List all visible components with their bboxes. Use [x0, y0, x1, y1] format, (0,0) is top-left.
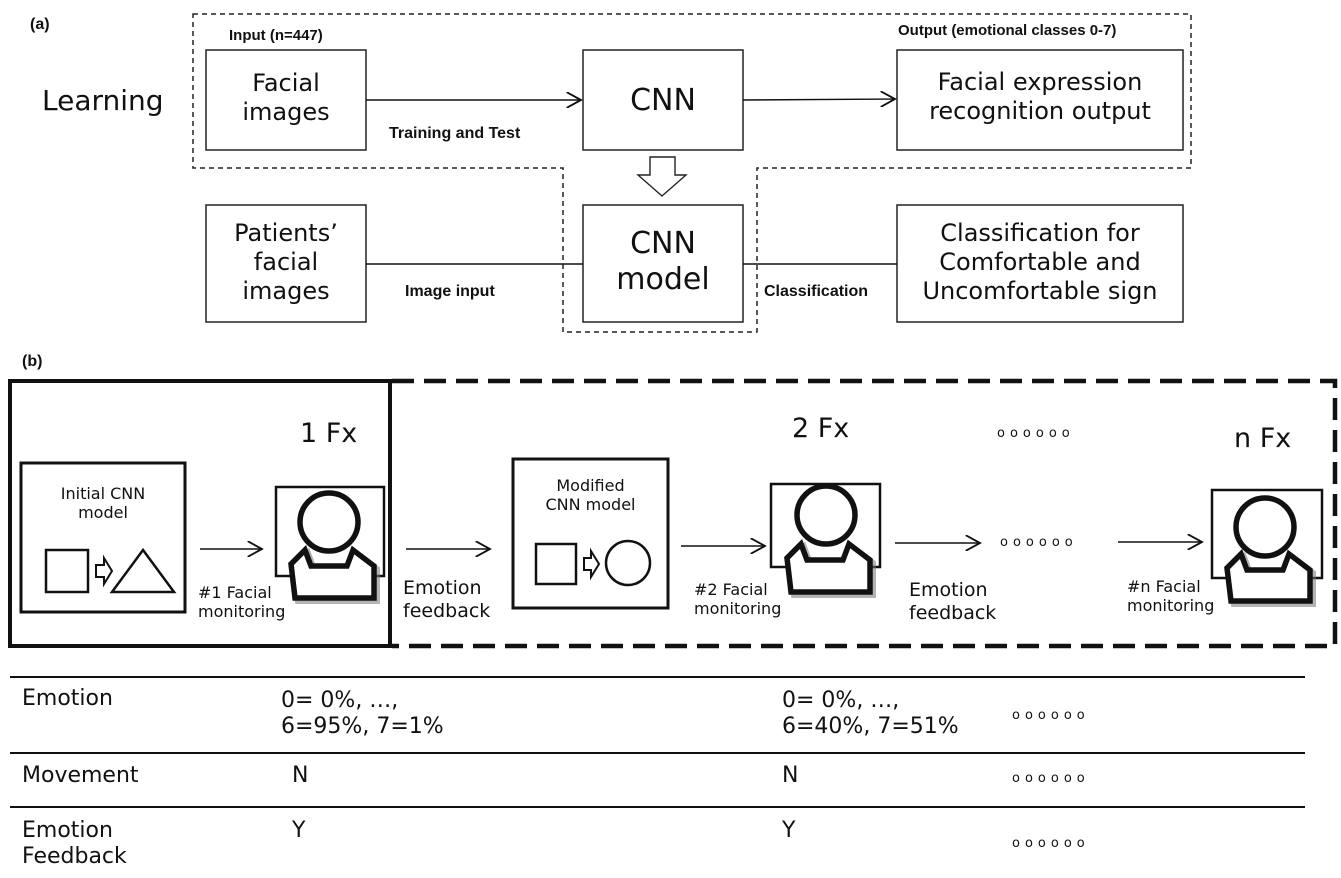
- person-monitor-icon-2: [769, 482, 882, 598]
- person-monitor-icon-n: [1210, 488, 1324, 607]
- dots-middle: oooooo: [1000, 535, 1078, 550]
- image-input-label: Image input: [405, 283, 495, 300]
- patients-images-text: Patients’ facial images: [234, 219, 338, 305]
- input-label: Input (n=447): [229, 27, 323, 44]
- feedback-2-label: Emotion feedback: [909, 579, 997, 624]
- fer-output-text: Facial expression recognition output: [929, 68, 1151, 125]
- output-label: Output (emotional classes 0-7): [898, 22, 1117, 39]
- table-cell-movement-1: N: [292, 763, 309, 788]
- cnn-model-text: CNN model: [616, 226, 710, 297]
- fx1-frame: [8, 379, 392, 648]
- classification-edge-label: Classification: [764, 283, 869, 300]
- table-cell-movement-2: N: [782, 763, 799, 788]
- feedback-1-label: Emotion feedback: [403, 577, 491, 622]
- table-row-label-movement: Movement: [22, 763, 139, 788]
- panel-b-label: (b): [22, 353, 43, 370]
- facial-images-text: Facial images: [242, 69, 330, 126]
- table-cell-emotion-1: 0= 0%, …, 6=95%, 7=1%: [281, 688, 444, 740]
- fx-rest-frame: [392, 378, 1338, 649]
- circle-icon: [604, 539, 652, 587]
- down-hollow-arrow: [636, 156, 688, 197]
- fer-output-box: [896, 49, 1184, 151]
- cnn-text: CNN: [630, 83, 696, 118]
- fx1-label: 1 Fx: [300, 418, 358, 449]
- square-icon: [44, 548, 90, 594]
- facial-images-box: [205, 49, 367, 151]
- triangle-icon: [109, 547, 177, 594]
- learning-region-outline: [192, 13, 1192, 333]
- person-monitor-icon-1: [274, 485, 386, 604]
- square-icon-2: [534, 542, 578, 586]
- table-cell-feedback-1: Y: [292, 818, 306, 843]
- initial-model-text: Initial CNN model: [60, 484, 146, 523]
- monitoring-1-label: #1 Facial monitoring: [198, 583, 286, 622]
- table-cell-movement-3: oooooo: [1012, 771, 1090, 786]
- monitoring-n-label: #n Facial monitoring: [1127, 577, 1215, 616]
- classification-text: Classification for Comfortable and Uncom…: [922, 219, 1158, 305]
- cnn-box: [582, 49, 744, 151]
- monitoring-2-label: #2 Facial monitoring: [694, 580, 782, 619]
- arrow-small-icon: [95, 554, 114, 588]
- training-label: Training and Test: [389, 125, 521, 142]
- table-cell-emotion-3: oooooo: [1012, 708, 1090, 723]
- panel-a-label: (a): [30, 16, 50, 33]
- patients-images-box: [205, 204, 367, 323]
- dots-top: oooooo: [997, 426, 1075, 441]
- arrow-small-icon-2: [583, 547, 601, 581]
- fxn-label: n Fx: [1234, 423, 1292, 454]
- classification-box: [896, 204, 1184, 323]
- fx2-label: 2 Fx: [792, 413, 850, 444]
- modified-model-text: Modified CNN model: [545, 476, 636, 515]
- table-cell-feedback-3: oooooo: [1012, 836, 1090, 851]
- arrow-to-output: [742, 99, 895, 100]
- modified-model-box: [511, 457, 670, 610]
- table-cell-feedback-2: Y: [782, 818, 796, 843]
- initial-model-box: [19, 461, 187, 614]
- table-cell-emotion-2: 0= 0%, …, 6=40%, 7=51%: [782, 688, 959, 740]
- learning-label: Learning: [42, 84, 164, 117]
- table-row-label-emotion: Emotion: [22, 686, 113, 711]
- table-row-label-feedback: Emotion Feedback: [22, 818, 127, 870]
